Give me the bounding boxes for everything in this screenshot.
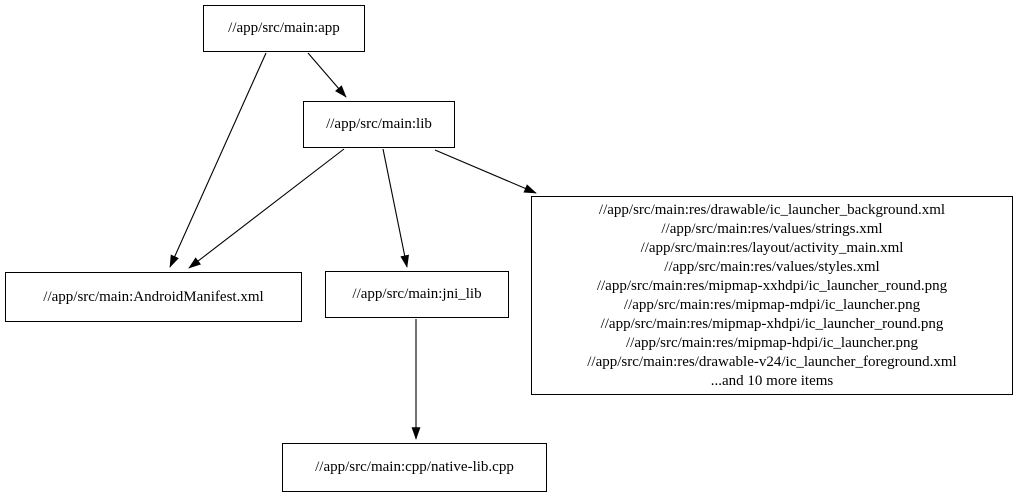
node-android-manifest-label: //app/src/main:AndroidManifest.xml — [43, 288, 264, 305]
resource-line: //app/src/main:res/drawable-v24/ic_launc… — [587, 353, 957, 370]
node-android-manifest: //app/src/main:AndroidManifest.xml — [5, 272, 302, 322]
node-jni-lib-label: //app/src/main:jni_lib — [352, 286, 482, 302]
resource-line: //app/src/main:res/values/strings.xml — [661, 220, 883, 237]
resource-line: //app/src/main:res/layout/activity_main.… — [640, 239, 904, 256]
edge-app-to-lib — [307, 52, 347, 98]
resource-line-more-items: ...and 10 more items — [710, 372, 834, 389]
node-lib: //app/src/main:lib — [303, 101, 455, 148]
resource-line: //app/src/main:res/mipmap-xhdpi/ic_launc… — [600, 315, 944, 332]
node-native-lib-cpp: //app/src/main:cpp/native-lib.cpp — [282, 443, 547, 492]
resource-line: //app/src/main:res/drawable/ic_launcher_… — [598, 201, 946, 218]
node-jni-lib: //app/src/main:jni_lib — [325, 271, 509, 318]
node-lib-label: //app/src/main:lib — [326, 116, 432, 132]
resource-line: //app/src/main:res/mipmap-xxhdpi/ic_laun… — [596, 277, 948, 294]
node-app: //app/src/main:app — [203, 5, 365, 52]
edge-lib-to-jni-lib — [382, 148, 409, 268]
node-native-lib-cpp-label: //app/src/main:cpp/native-lib.cpp — [315, 459, 514, 475]
resource-line: //app/src/main:res/values/styles.xml — [664, 258, 880, 275]
edge-app-to-manifest — [169, 52, 267, 268]
edge-lib-to-manifest — [188, 148, 345, 269]
node-resources-group: //app/src/main:res/drawable/ic_launcher_… — [531, 196, 1013, 395]
resource-line: //app/src/main:res/mipmap-hdpi/ic_launch… — [625, 334, 918, 351]
node-app-label: //app/src/main:app — [228, 20, 340, 36]
resource-line: //app/src/main:res/mipmap-mdpi/ic_launch… — [623, 296, 921, 313]
edge-lib-to-resources — [434, 149, 537, 194]
